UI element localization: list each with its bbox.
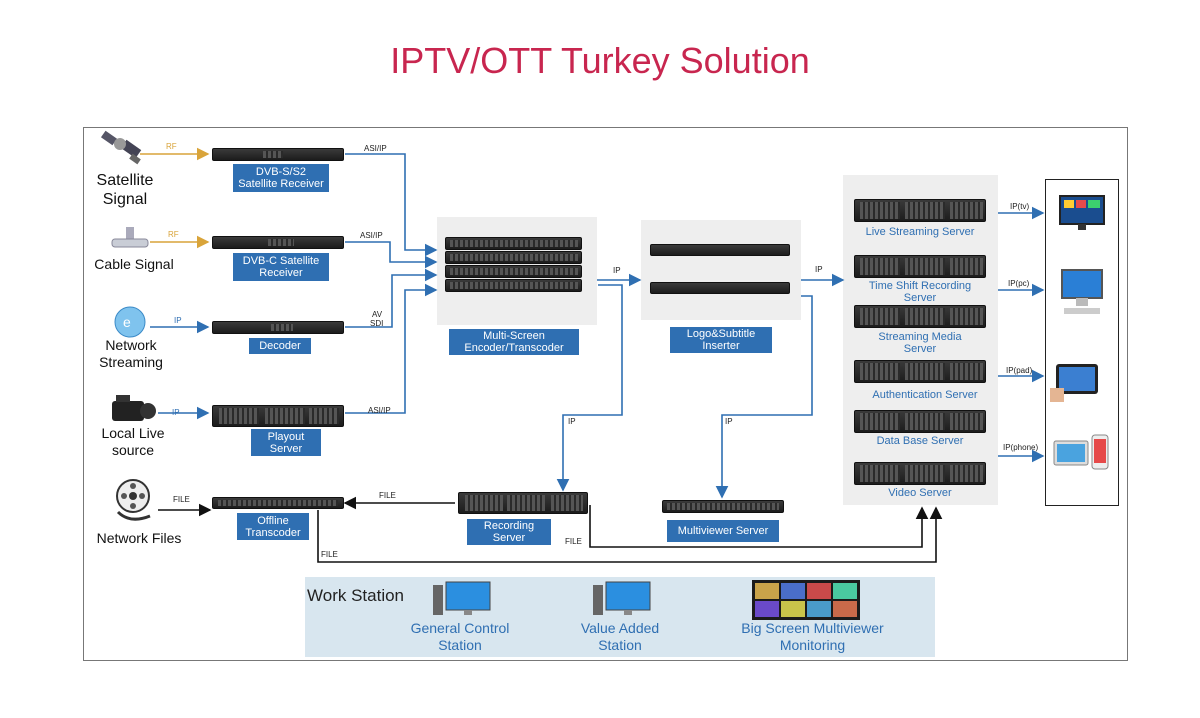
ip-label-logo: IP <box>815 265 823 274</box>
svg-text:e: e <box>123 314 131 330</box>
ip-label-multiviewer: IP <box>725 417 733 426</box>
network-streaming-label: Network Streaming <box>99 337 163 370</box>
logo-panel <box>641 220 801 320</box>
encoder-box: Multi-Screen Encoder/Transcoder <box>449 329 579 355</box>
ip-label-encoder: IP <box>613 266 621 275</box>
asi-ip-label-3: ASI/IP <box>368 406 391 415</box>
dvbs-receiver-box: DVB-S/S2 Satellite Receiver <box>233 164 329 192</box>
cable-signal-label: Cable Signal <box>94 256 174 272</box>
satellite-signal-label: Satellite Signal <box>96 172 154 208</box>
value-added-station-label: Value Added Station <box>580 620 660 653</box>
logo-inserter-box: Logo&Subtitle Inserter <box>670 327 772 353</box>
diagram-frame <box>83 127 1128 661</box>
sdi-label: SDI <box>370 319 384 328</box>
asi-ip-label-1: ASI/IP <box>364 144 387 153</box>
authentication-server-device <box>854 360 986 383</box>
video-server-label: Video Server <box>888 487 952 499</box>
timeshift-server-label: Time Shift Recording Server <box>868 280 972 304</box>
encoder-unit-4 <box>445 279 582 292</box>
file-label-in: FILE <box>173 495 190 504</box>
video-wall-icon <box>752 580 860 620</box>
tv-icon <box>1059 195 1105 230</box>
network-streaming-icon: e <box>114 306 146 338</box>
pc-icon <box>1061 269 1103 314</box>
dvbs-receiver-device <box>212 148 344 161</box>
rf-label-2: RF <box>168 230 179 239</box>
value-added-monitor-icon <box>593 581 651 615</box>
logo-inserter-unit-2 <box>650 282 790 294</box>
encoder-unit-2 <box>445 251 582 264</box>
asi-ip-label-2: ASI/IP <box>360 231 383 240</box>
satellite-icon <box>100 130 142 165</box>
ip-tv-label: IP(tv) <box>1010 202 1030 211</box>
playout-server-device <box>212 405 344 427</box>
local-live-source-label: Local Live source <box>101 425 165 458</box>
streaming-media-server-device <box>854 305 986 328</box>
decoder-box: Decoder <box>249 338 311 354</box>
film-reel-icon <box>116 479 151 521</box>
timeshift-server-device <box>854 255 986 278</box>
decoder-device <box>212 321 344 334</box>
ip-pad-label: IP(pad) <box>1006 366 1033 375</box>
logo-inserter-unit-1 <box>650 244 790 256</box>
tablet-icon <box>1050 364 1098 402</box>
server-panel <box>843 175 998 505</box>
encoder-unit-1 <box>445 237 582 250</box>
dvbc-receiver-device <box>212 236 344 249</box>
multiviewer-server-box: Multiviewer Server <box>667 520 779 542</box>
network-files-label: Network Files <box>96 530 182 546</box>
recording-server-device <box>458 492 588 514</box>
dvbc-receiver-box: DVB-C Satellite Receiver <box>233 253 329 281</box>
streaming-media-server-label: Streaming Media Server <box>878 331 962 355</box>
video-camera-icon <box>112 395 156 421</box>
ip-phone-label: IP(phone) <box>1003 443 1039 452</box>
playout-server-box: Playout Server <box>251 429 321 456</box>
general-control-monitor-icon <box>433 581 491 615</box>
ip-label-network-streaming: IP <box>174 316 182 325</box>
recording-server-box: Recording Server <box>467 519 551 545</box>
database-server-label: Data Base Server <box>876 435 964 447</box>
database-server-device <box>854 410 986 433</box>
authentication-server-label: Authentication Server <box>872 389 978 401</box>
rf-label-1: RF <box>166 142 177 151</box>
live-streaming-server-label: Live Streaming Server <box>865 226 975 238</box>
cable-icon <box>111 227 149 248</box>
ip-label-local-live: IP <box>172 408 180 417</box>
multiviewer-server-device <box>662 500 784 513</box>
ip-label-recording: IP <box>568 417 576 426</box>
offline-transcoder-box: Offline Transcoder <box>237 513 309 540</box>
general-control-station-label: General Control Station <box>410 620 510 653</box>
offline-transcoder-device <box>212 497 344 509</box>
av-label: AV <box>372 310 383 319</box>
diagram-title: IPTV/OTT Turkey Solution <box>390 40 810 81</box>
file-label-recording: FILE <box>379 491 396 500</box>
file-label-out: FILE <box>565 537 582 546</box>
workstation-title: Work Station <box>307 586 405 605</box>
live-streaming-server-device <box>854 199 986 222</box>
video-server-device <box>854 462 986 485</box>
phone-icon <box>1053 434 1109 470</box>
file-label-offline: FILE <box>321 550 338 559</box>
encoder-unit-3 <box>445 265 582 278</box>
big-screen-multiviewer-label: Big Screen Multiviewer Monitoring <box>741 620 884 653</box>
ip-pc-label: IP(pc) <box>1008 279 1030 288</box>
